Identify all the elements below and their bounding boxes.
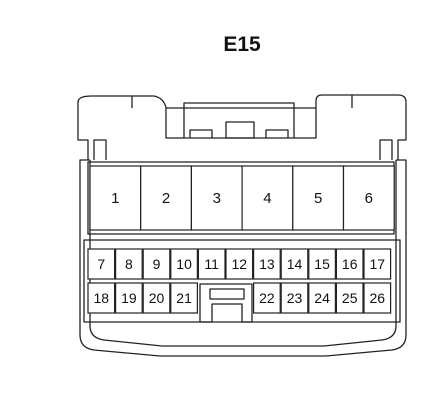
pin-cell-22 [253,282,281,314]
pin-label-7: 7 [97,256,105,272]
pin-cell-16 [335,248,364,280]
pin-label-2: 2 [162,190,170,207]
latch-ribs [189,129,289,138]
latch-shelf [165,108,317,139]
right-shoulder [351,95,398,161]
pin-label-15: 15 [314,256,330,272]
pin-label-17: 17 [370,256,386,272]
pin-cell-6 [342,165,395,231]
small-pin-frame [83,239,401,323]
pin-label-13: 13 [259,256,275,272]
pin-cell-12 [225,248,254,280]
pin-cell-14 [280,248,309,280]
pin-label-26: 26 [370,290,386,306]
pin-cell-1 [89,165,142,231]
pin-cell-13 [253,248,281,280]
pin-cell-26 [363,282,392,314]
pin-label-18: 18 [94,290,110,306]
pin-label-5: 5 [314,190,322,207]
latch-block [183,107,295,139]
pin-label-23: 23 [287,290,303,306]
pin-cell-15 [308,248,336,280]
key-notch [199,283,253,323]
pin-cell-18 [87,282,116,314]
housing-inner-outline [89,160,397,347]
latch-tab [225,121,255,139]
pin-cell-10 [170,248,199,280]
pin-label-14: 14 [287,256,303,272]
connector-title: E15 [223,33,261,56]
pin-cell-24 [308,282,336,314]
pin-label-4: 4 [263,190,271,207]
left-shoulder [88,96,133,161]
pin-label-20: 20 [149,290,165,306]
small-pin-rows: 7 8 9 10 11 12 13 14 15 16 17 18 19 20 21 22 23 24 25 26 [87,248,392,314]
pin-label-19: 19 [121,290,137,306]
key-notch-outline [199,283,253,323]
pin-cell-25 [335,282,364,314]
pin-label-11: 11 [204,256,219,272]
pin-label-10: 10 [176,256,192,272]
pin-label-25: 25 [342,290,358,306]
pin-cell-19 [114,282,143,314]
pin-cell-23 [280,282,309,314]
pin-cell-17 [363,248,392,280]
pin-label-3: 3 [213,190,221,207]
pin-label-12: 12 [232,256,248,272]
pin-cell-8 [114,248,143,280]
pin-label-22: 22 [259,290,275,306]
pin-cell-7 [87,248,116,280]
housing-outline [77,94,407,357]
pin-label-21: 21 [176,290,192,306]
pin-cell-20 [142,282,171,314]
connector-housing [77,94,407,357]
pin-label-1: 1 [111,190,119,207]
pin-label-6: 6 [365,190,373,207]
pin-cell-3 [190,165,243,231]
pin-cell-21 [170,282,199,314]
pin-label-24: 24 [314,290,330,306]
pin-label-8: 8 [125,256,133,272]
pin-cell-11 [197,248,226,280]
key-notch-slot [209,288,245,300]
pin-label-9: 9 [153,256,161,272]
large-pin-row: 1 2 3 4 5 6 [89,165,395,231]
pin-label-16: 16 [342,256,358,272]
pin-cell-9 [142,248,171,280]
